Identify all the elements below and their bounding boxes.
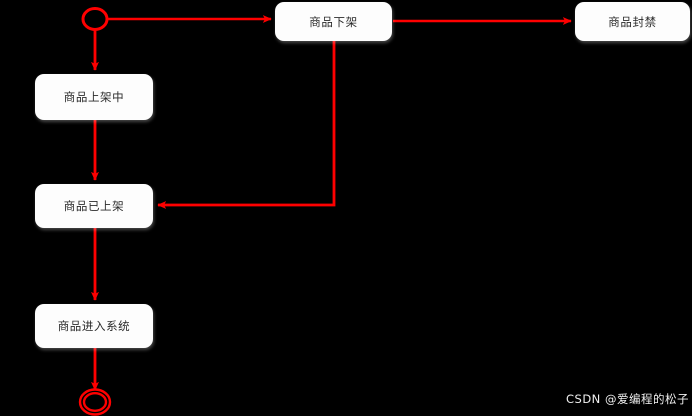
- state-box-offshelf-label: 商品下架: [309, 14, 358, 29]
- state-box-banned-label: 商品封禁: [608, 14, 657, 29]
- state-box-banned[interactable]: 商品封禁: [575, 2, 690, 41]
- edge-offshelf-to-listed: [157, 41, 336, 209]
- end-node-outer-circle: [78, 388, 112, 416]
- end-node-inner-circle: [82, 392, 108, 413]
- state-box-listing-label: 商品上架中: [63, 90, 125, 104]
- state-box-listed-label: 商品已上架: [63, 199, 125, 213]
- state-box-listing[interactable]: 商品上架中: [35, 74, 153, 120]
- state-box-entered[interactable]: 商品进入系统: [35, 304, 153, 348]
- state-box-listed[interactable]: 商品已上架: [35, 184, 153, 228]
- watermark-text: CSDN @爱编程的松子: [566, 392, 689, 406]
- state-box-offshelf[interactable]: 商品下架: [275, 2, 392, 41]
- start-node-circle: [81, 7, 109, 31]
- state-box-entered-label: 商品进入系统: [57, 319, 131, 333]
